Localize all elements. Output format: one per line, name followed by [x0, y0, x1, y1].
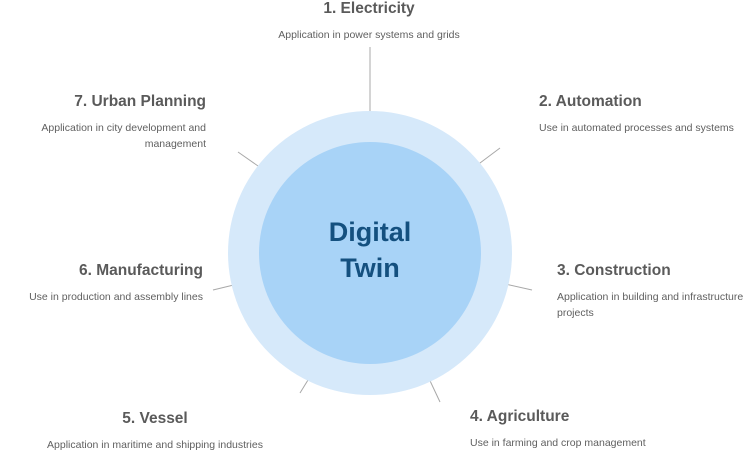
node-agriculture: 4. Agriculture Use in farming and crop m…: [470, 407, 730, 451]
node-title: 1. Electricity: [323, 0, 415, 17]
center-title-line1: Digital: [328, 217, 412, 247]
node-electricity: 1. Electricity Application in power syst…: [240, 0, 498, 43]
node-vessel: 5. Vessel Application in maritime and sh…: [20, 409, 290, 453]
node-manufacturing: 6. Manufacturing Use in production and a…: [3, 261, 203, 305]
node-title: 5. Vessel: [122, 410, 188, 427]
center-title: Digital Twin: [269, 214, 471, 286]
node-description: Use in automated processes and systems: [539, 122, 734, 134]
node-title: 6. Manufacturing: [78, 262, 203, 279]
center-title-line2: Twin: [340, 253, 400, 283]
node-description: Use in farming and crop management: [470, 437, 646, 449]
inner-circle: [259, 142, 481, 364]
node-construction: 3. Construction Application in building …: [557, 261, 752, 321]
node-automation: 2. Automation Use in automated processes…: [539, 92, 749, 136]
node-urban-planning: 7. Urban Planning Application in city de…: [28, 92, 206, 152]
node-title: 2. Automation: [539, 93, 642, 110]
node-description: Application in power systems and grids: [278, 29, 460, 41]
node-title: 3. Construction: [557, 262, 671, 279]
node-title: 4. Agriculture: [470, 408, 570, 425]
node-description: Application in city development and mana…: [41, 122, 206, 150]
node-description: Application in maritime and shipping ind…: [47, 439, 263, 451]
node-description: Application in building and infrastructu…: [557, 291, 744, 319]
node-title: 7. Urban Planning: [74, 93, 206, 110]
node-description: Use in production and assembly lines: [29, 291, 203, 303]
